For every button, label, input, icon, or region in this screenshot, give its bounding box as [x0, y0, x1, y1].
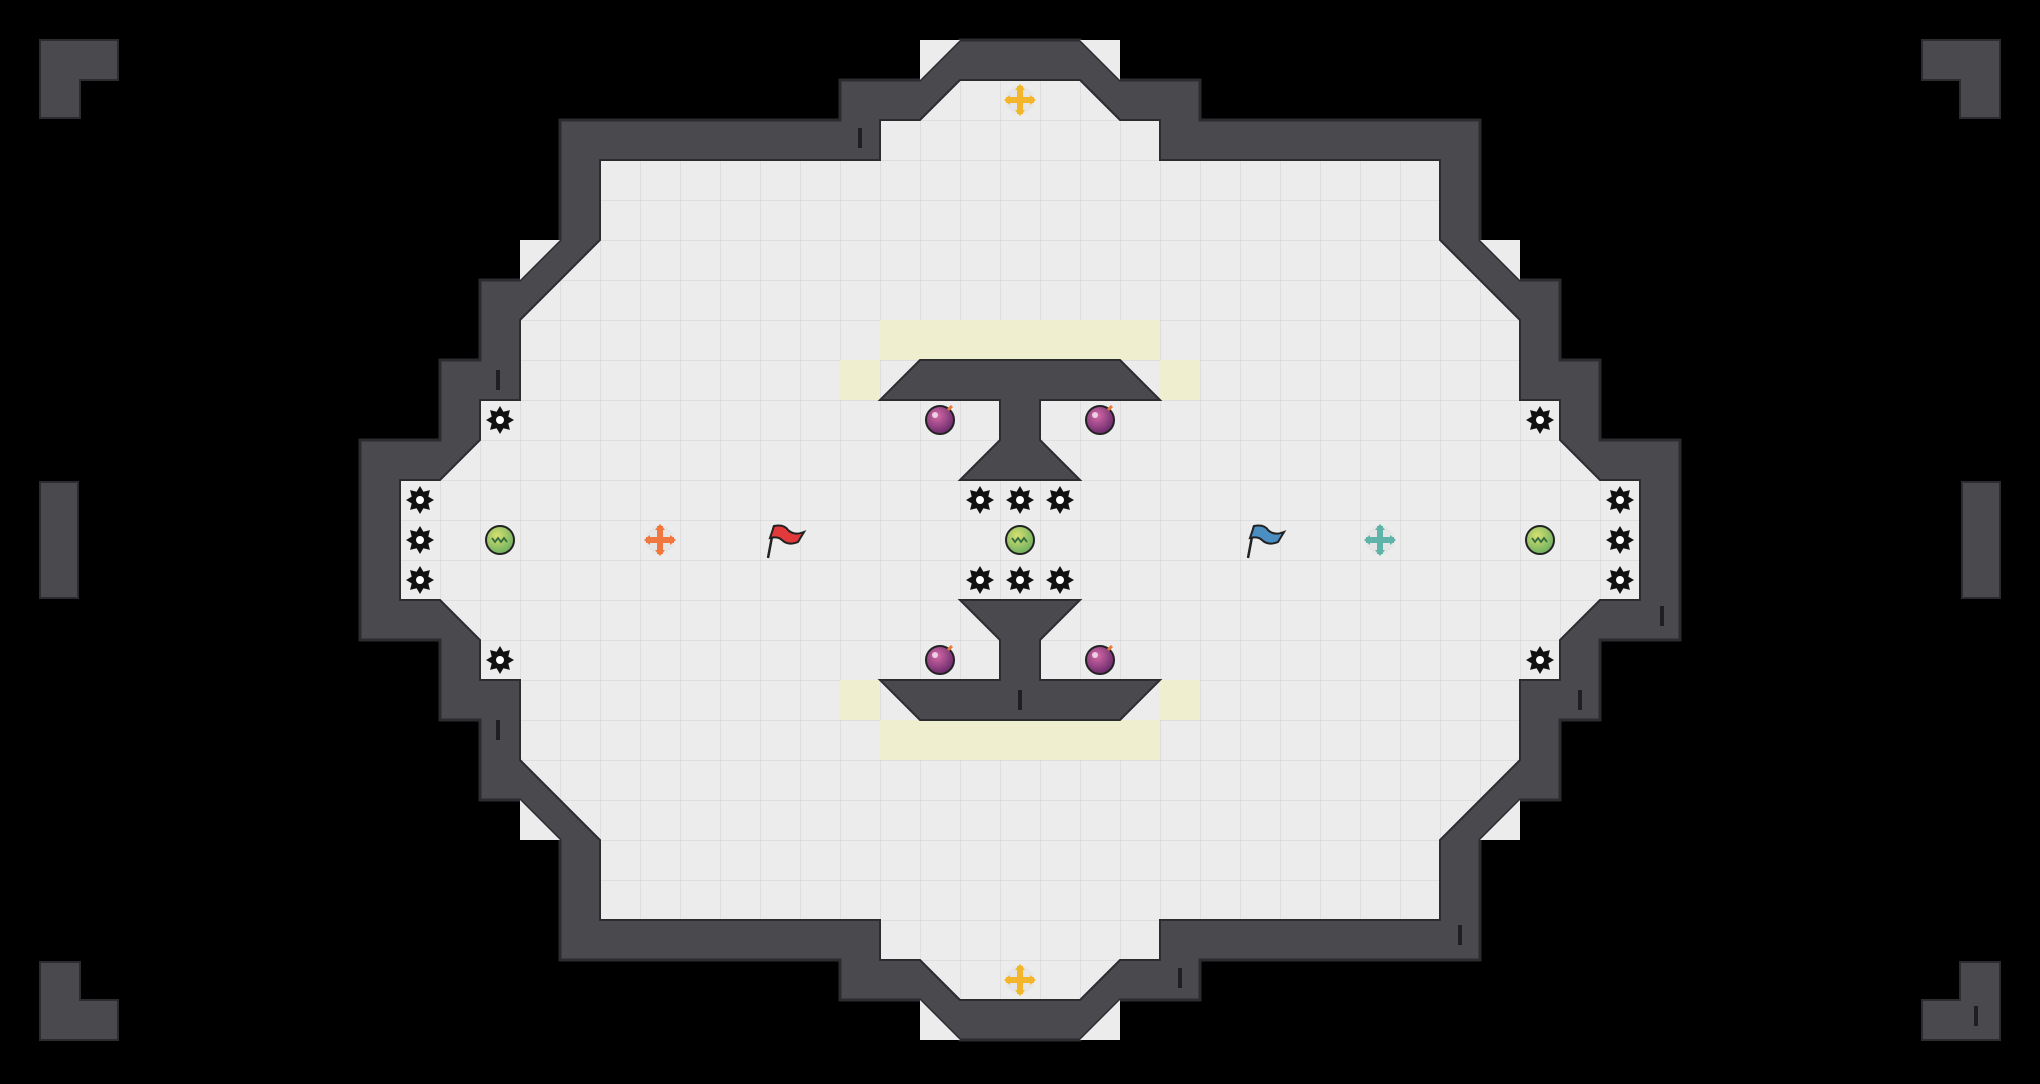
spike-icon	[406, 486, 434, 514]
frame-side-left	[39, 481, 79, 599]
frame-corner-tr	[1921, 39, 2001, 119]
wall-tick	[1578, 690, 1582, 710]
spawn-marker-icon	[1004, 964, 1036, 996]
red-flag-icon[interactable]	[766, 524, 807, 559]
spike-icon	[1006, 486, 1034, 514]
wall-tick	[858, 128, 862, 148]
spike-icon	[406, 566, 434, 594]
spike-icon	[1606, 486, 1634, 514]
spawn-marker-icon	[1004, 84, 1036, 116]
powerup-icon	[1005, 525, 1035, 555]
frame-side-right	[1961, 481, 2001, 599]
bomb-icon	[1085, 644, 1115, 675]
boost-pads	[840, 320, 1200, 760]
spike-icon	[1046, 486, 1074, 514]
spike-icon	[1606, 526, 1634, 554]
bomb-icon	[1085, 404, 1115, 435]
edge-notches	[520, 40, 1520, 1040]
top-t-wall	[877, 359, 1163, 481]
center-walls	[877, 359, 1163, 721]
spike-icon	[486, 646, 514, 674]
frame-corner-bl	[39, 961, 119, 1041]
wall-tick	[1974, 1006, 1978, 1026]
spike-icon	[406, 526, 434, 554]
spawn-marker-icon	[1364, 524, 1396, 556]
bomb-icon	[925, 644, 955, 675]
wall-tick	[496, 720, 500, 740]
spike-icon	[1006, 566, 1034, 594]
bomb-icon	[925, 404, 955, 435]
wall-tick	[496, 370, 500, 390]
frame-corner-br	[1921, 961, 2001, 1041]
powerup-icon	[485, 525, 515, 555]
spawn-marker-icon	[644, 524, 676, 556]
spike-icon	[1606, 566, 1634, 594]
wall-tick	[1018, 690, 1022, 710]
blue-flag-icon[interactable]	[1246, 524, 1287, 559]
spike-icon	[966, 566, 994, 594]
spike-icon	[486, 406, 514, 434]
spike-icon	[966, 486, 994, 514]
powerup-icon	[1525, 525, 1555, 555]
spike-icon	[1046, 566, 1074, 594]
frame-corner-tl	[39, 39, 119, 119]
frame-markers	[39, 39, 2001, 1041]
wall-tick	[1660, 606, 1664, 626]
spike-icon	[1526, 646, 1554, 674]
wall-tick	[1178, 968, 1182, 988]
spike-icon	[1526, 406, 1554, 434]
bottom-t-wall	[877, 599, 1163, 721]
wall-tick	[1458, 925, 1462, 945]
